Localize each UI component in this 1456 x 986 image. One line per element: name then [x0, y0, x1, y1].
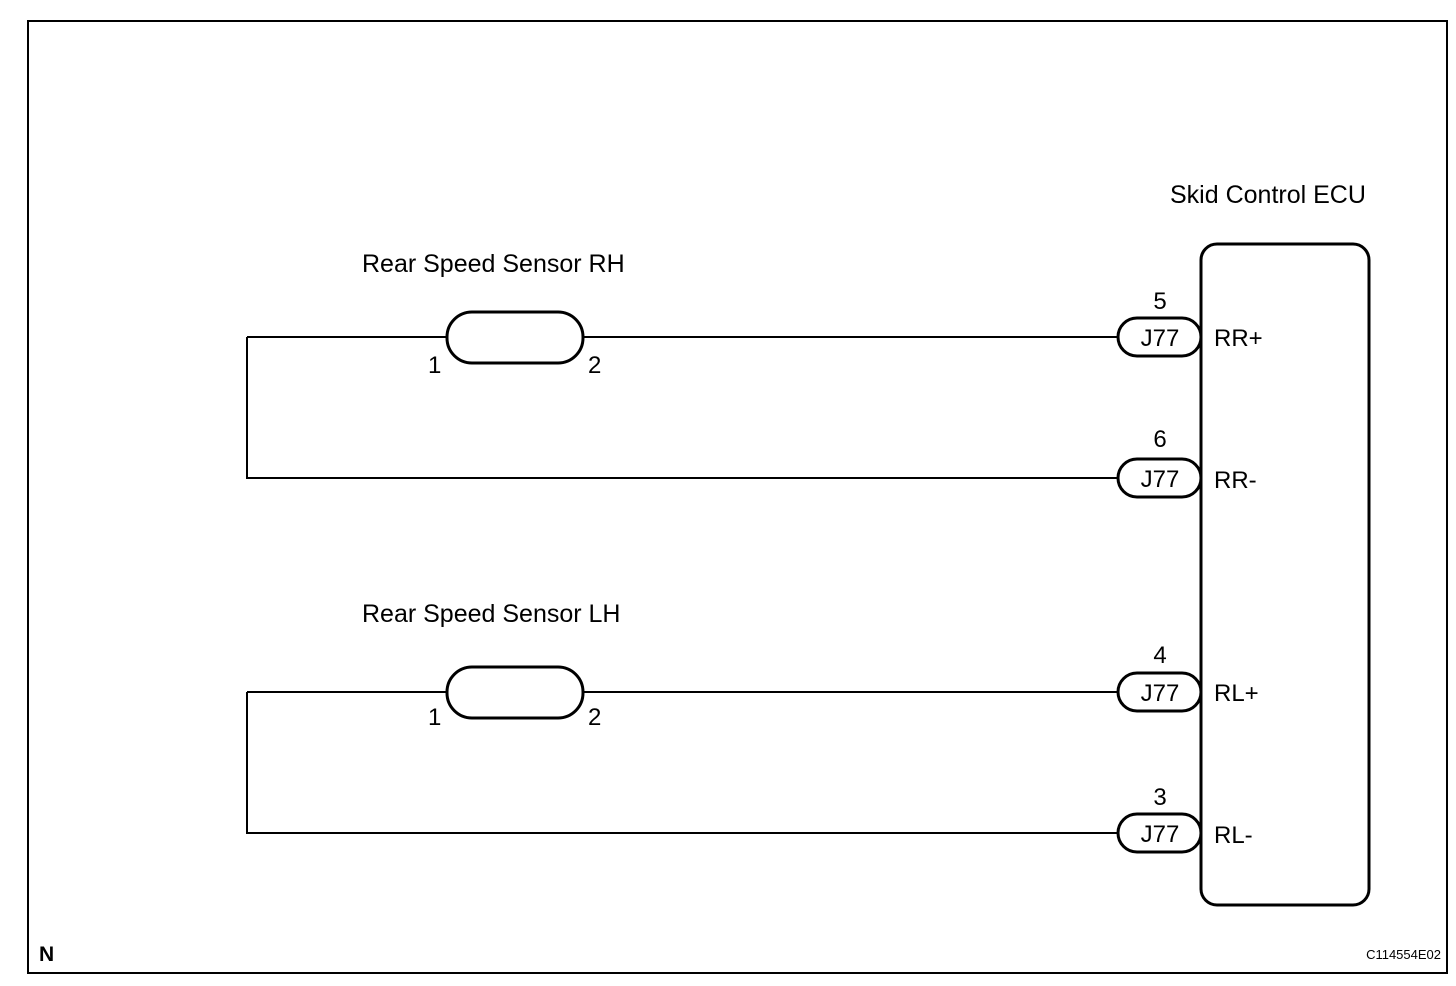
sensor-rh-pin-1: 1: [428, 352, 441, 379]
terminal-rr-plus-connector: [1116, 316, 1203, 358]
terminal-rr-minus-code: J77: [1141, 466, 1180, 493]
diagram-frame: [27, 20, 1448, 974]
ecu-name: Skid Control ECU: [1170, 181, 1366, 209]
terminal-rl-minus-connector: [1116, 812, 1203, 854]
terminal-rr-plus-signal: RR+: [1214, 325, 1263, 352]
terminal-rr-minus-signal: RR-: [1214, 467, 1257, 494]
diagram-code: C114554E02: [1366, 947, 1441, 962]
corner-letter: N: [39, 943, 54, 966]
terminal-rr-minus-pin: 6: [1153, 426, 1166, 453]
sensor-rh-wires: [246, 336, 1120, 479]
ecu-box: [1199, 242, 1371, 907]
sensor-rh-name: Rear Speed Sensor RH: [362, 250, 625, 278]
terminal-rl-plus-connector: [1116, 671, 1203, 713]
terminal-rl-minus-code: J77: [1141, 821, 1180, 848]
sensor-rh-body: [445, 310, 585, 365]
terminal-rl-plus-code: J77: [1141, 680, 1180, 707]
sensor-lh-pin-2: 2: [588, 704, 601, 731]
terminal-rl-minus-signal: RL-: [1214, 822, 1253, 849]
terminal-rl-plus-signal: RL+: [1214, 680, 1259, 707]
sensor-lh-body: [445, 665, 585, 720]
sensor-rh-pin-2: 2: [588, 352, 601, 379]
terminal-rl-minus-pin: 3: [1153, 784, 1166, 811]
sensor-lh-pin-1: 1: [428, 704, 441, 731]
sensor-lh-name: Rear Speed Sensor LH: [362, 600, 620, 628]
terminal-rl-plus-pin: 4: [1153, 642, 1166, 669]
terminal-rr-minus-connector: [1116, 457, 1203, 499]
sensor-lh-wires: [246, 691, 1120, 834]
terminal-rr-plus-pin: 5: [1153, 288, 1166, 315]
terminal-rr-plus-code: J77: [1141, 325, 1180, 352]
